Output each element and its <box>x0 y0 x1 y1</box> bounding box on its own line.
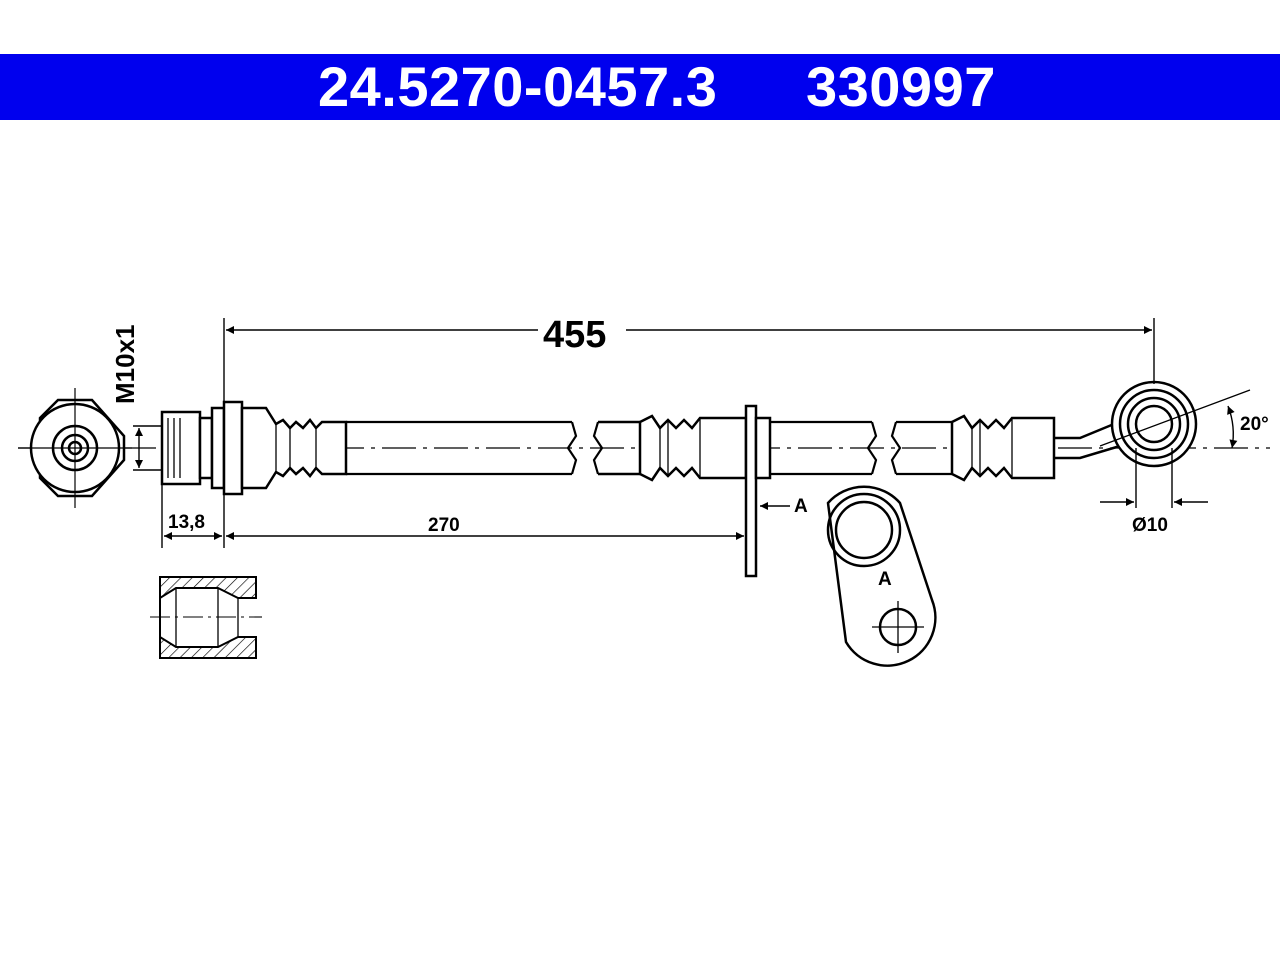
hose-segment <box>346 420 604 476</box>
middle-fitting <box>598 404 772 578</box>
reference-number: 330997 <box>806 55 996 118</box>
end-view-nut <box>18 388 132 508</box>
banjo-eye <box>1099 380 1251 468</box>
part-number: 24.5270-0457.3 <box>318 55 718 118</box>
eye-diameter-dimension <box>1100 448 1208 508</box>
lower-dimensions <box>161 484 744 548</box>
angle-dimension <box>1227 405 1238 449</box>
eye-diameter-label: Ø10 <box>1132 515 1168 536</box>
hose-segment <box>770 420 952 476</box>
angle-label: 20° <box>1240 414 1269 435</box>
bracket-position-label: 270 <box>428 515 460 536</box>
thread-dimension <box>133 425 162 471</box>
bracket-detail-view <box>826 485 937 667</box>
total-length-dimension <box>223 318 1155 404</box>
total-length-label: 455 <box>543 314 606 356</box>
section-marker-label: A <box>794 496 808 517</box>
left-fitting <box>160 400 348 496</box>
thread-label: M10x1 <box>110 325 140 405</box>
thread-length-label: 13,8 <box>168 512 205 533</box>
header-banner: 24.5270-0457.3 330997 <box>0 54 1280 120</box>
right-fitting <box>950 414 1121 482</box>
thread-section-view <box>150 576 262 659</box>
detail-view-label: A <box>878 569 892 590</box>
